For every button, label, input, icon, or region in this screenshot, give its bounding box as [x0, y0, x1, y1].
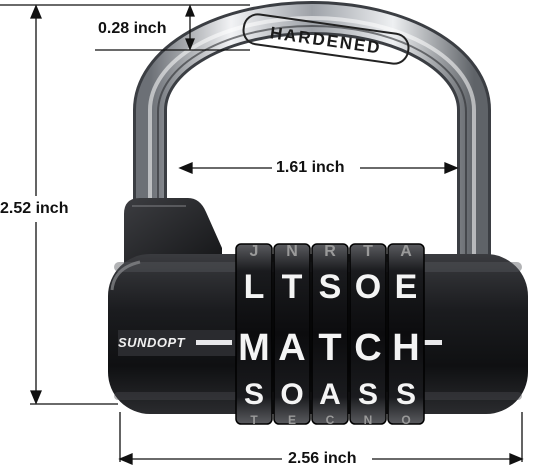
wheel-letter-row2-1: L	[244, 268, 265, 306]
body-width-label: 2.56 inch	[288, 450, 357, 468]
wheel-letter-row2-3: S	[319, 268, 342, 306]
brand-logo: SUNDOPT	[118, 335, 186, 350]
wheel-letter-bottom-row-3: C	[326, 413, 335, 427]
wheel-letter-row4-3: A	[319, 378, 341, 411]
wheel-letter-row3-2: A	[278, 327, 305, 369]
shackle-width-label: 1.61 inch	[276, 159, 345, 177]
wheel-letter-row2-5: E	[395, 268, 418, 306]
wheel-letter-top-row-2: N	[286, 243, 298, 260]
wheel-letter-bottom-row-5: O	[401, 413, 410, 427]
wheel-letter-row3-4: C	[354, 327, 381, 369]
wheel-letter-row4-1: S	[244, 378, 264, 411]
wheel-letter-row4-4: S	[358, 378, 378, 411]
wheel-letter-top-row-4: T	[363, 243, 373, 260]
wheel-letter-top-row-1: J	[250, 243, 259, 260]
wheel-letter-row2-4: O	[355, 268, 381, 306]
wheel-2[interactable]	[273, 243, 311, 425]
wheel-letter-row3-5: H	[392, 327, 419, 369]
wheel-letter-row3-1: M	[238, 327, 270, 369]
wheel-letter-top-row-3: R	[324, 243, 336, 260]
wheel-letter-bottom-row-2: E	[288, 413, 296, 427]
wheel-1[interactable]	[235, 243, 273, 425]
wheel-letter-row4-2: O	[280, 378, 303, 411]
wheel-letter-row4-5: S	[396, 378, 416, 411]
wheel-letter-bottom-row-4: N	[364, 413, 373, 427]
wheel-letter-row3-3: T	[318, 327, 341, 369]
wheel-4[interactable]	[349, 243, 387, 425]
total-height-label: 2.52 inch	[0, 200, 69, 218]
wheel-3[interactable]	[311, 243, 349, 425]
lock-body-cap	[124, 198, 222, 268]
dimension-lines	[0, 4, 524, 465]
shackle	[133, 1, 491, 262]
wheel-letter-bottom-row-1: T	[250, 413, 258, 427]
wheel-letter-row2-2: T	[282, 268, 303, 306]
shackle-thickness-label: 0.28 inch	[98, 20, 167, 38]
wheel-5[interactable]	[387, 243, 425, 425]
wheel-letter-top-row-5: A	[400, 243, 412, 260]
